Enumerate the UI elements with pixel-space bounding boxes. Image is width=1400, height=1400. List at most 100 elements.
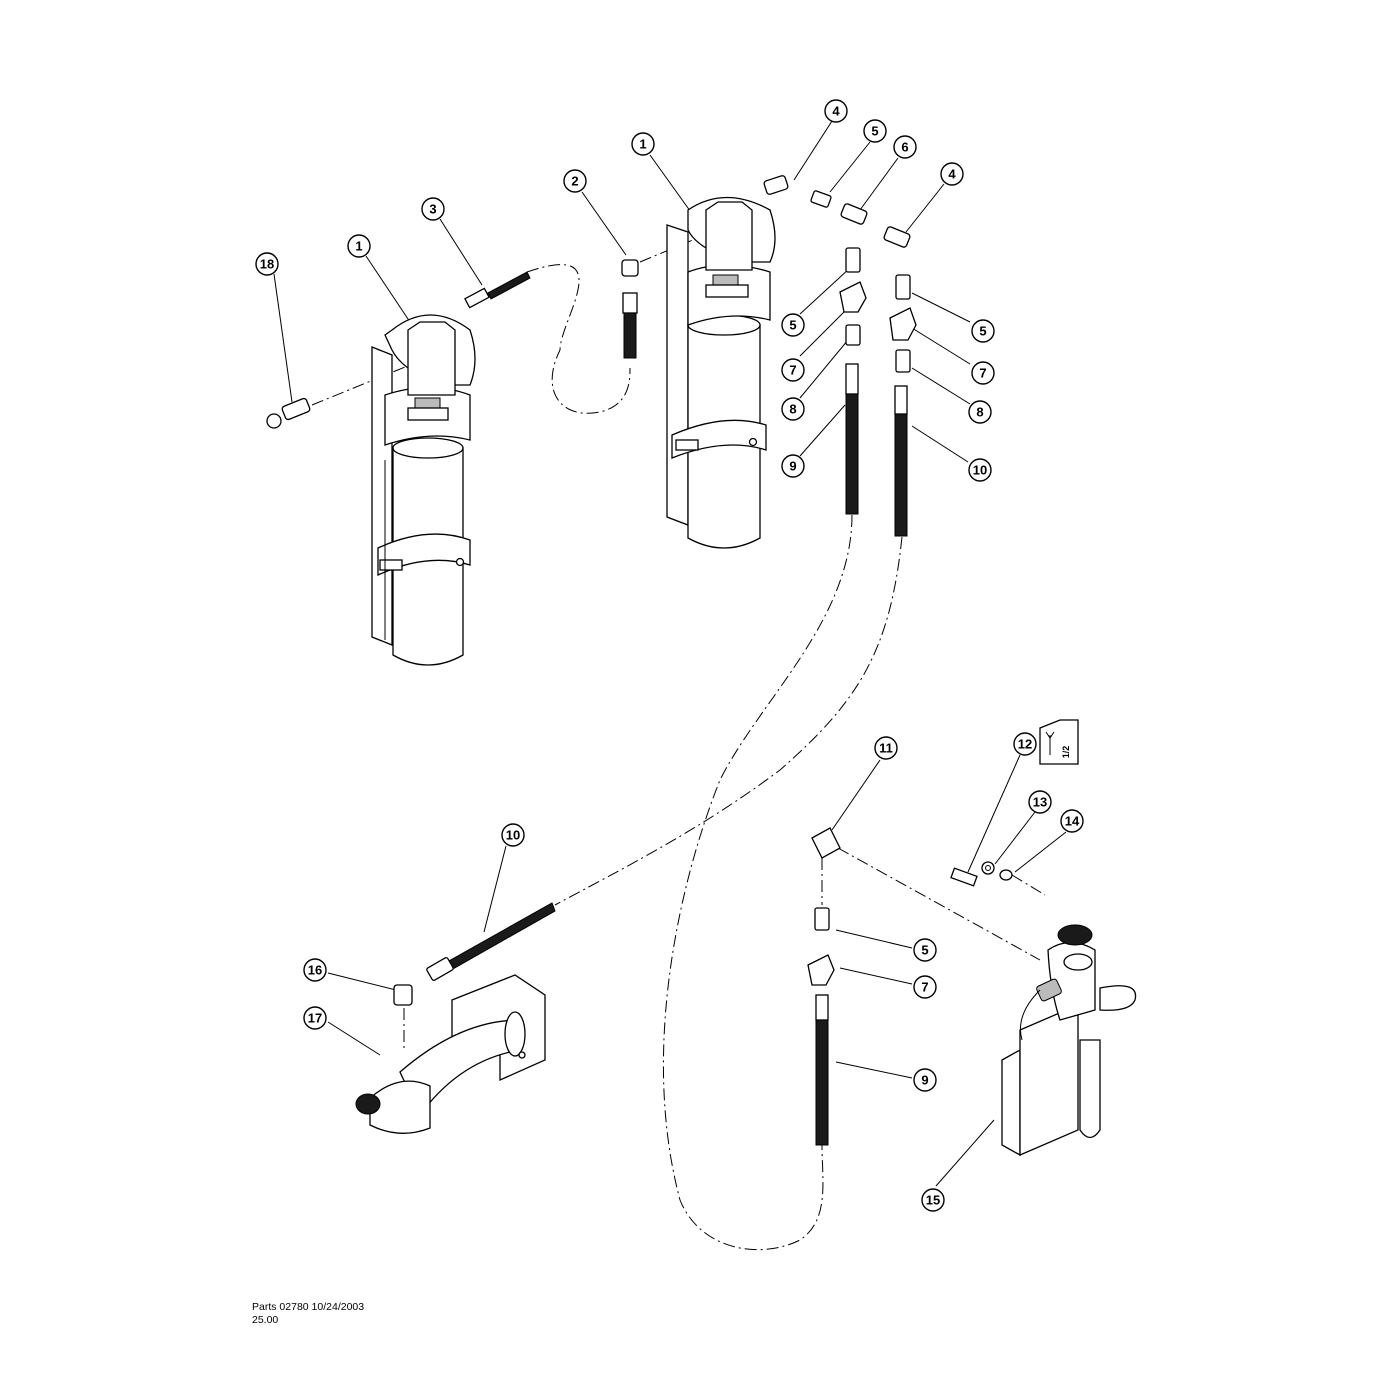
fittings-col-right	[889, 274, 917, 537]
fitting-item-2	[621, 259, 639, 359]
cylinder-right	[666, 196, 776, 549]
callout-number: 8	[789, 402, 796, 417]
callout-bubble: 9	[913, 1068, 937, 1092]
callout-circle	[913, 1068, 937, 1092]
callout-circle	[303, 1006, 327, 1030]
hardware-items-12-14	[950, 861, 1013, 887]
callout-bubble: 5	[781, 313, 805, 337]
callout-number: 7	[921, 980, 928, 995]
callout-bubble: 17	[303, 1006, 327, 1030]
callout-circle	[255, 252, 279, 276]
callout-circle	[1013, 732, 1037, 756]
callout-bubble: 13	[1028, 790, 1052, 814]
callout-circle	[913, 975, 937, 999]
callout-number: 2	[571, 174, 578, 189]
callout-bubble: 15	[921, 1188, 945, 1212]
callout-bubble: 1	[631, 132, 655, 156]
cylinder-left	[371, 314, 476, 666]
callout-bubble: 5	[971, 319, 995, 343]
callout-number: 6	[901, 140, 908, 155]
callout-circle	[501, 823, 525, 847]
callout-number: 5	[789, 318, 796, 333]
valve-item-17	[355, 974, 546, 1134]
callout-circle	[971, 361, 995, 385]
callout-number: 5	[921, 943, 928, 958]
tool-tag-size: 1/2	[1061, 746, 1071, 759]
callout-number: 10	[506, 828, 520, 843]
callout-number: 12	[1018, 737, 1032, 752]
callout-circle	[781, 313, 805, 337]
callout-bubble: 7	[971, 361, 995, 385]
callout-bubble: 8	[968, 400, 992, 424]
footer-parts-line: Parts 02780 10/24/2003	[252, 1301, 365, 1313]
callout-circle	[968, 458, 992, 482]
callout-number: 1	[355, 239, 362, 254]
callout-circle	[347, 234, 371, 258]
callout-bubble: 8	[781, 397, 805, 421]
fittings-col-left	[839, 247, 867, 515]
callout-bubble: 10	[968, 458, 992, 482]
callout-bubble: 6	[893, 135, 917, 159]
callout-bubble: 5	[863, 119, 887, 143]
callout-number: 13	[1033, 795, 1047, 810]
callout-number: 9	[789, 459, 796, 474]
footer-page-line: 25.00	[252, 1314, 279, 1326]
callout-circle	[781, 454, 805, 478]
callout-bubble: 14	[1060, 809, 1084, 833]
callout-number: 17	[308, 1011, 322, 1026]
callout-circle	[1028, 790, 1052, 814]
callout-bubble: 9	[781, 454, 805, 478]
callout-number: 7	[789, 363, 796, 378]
callout-number: 11	[879, 741, 893, 756]
valve-assembly-item-15	[1001, 924, 1137, 1157]
callout-number: 5	[979, 324, 986, 339]
callout-circle	[971, 319, 995, 343]
fitting-item-16	[393, 984, 413, 1006]
callout-bubble: 7	[781, 358, 805, 382]
callout-circle	[781, 397, 805, 421]
callout-bubble: 4	[824, 99, 848, 123]
callout-bubble: 1	[347, 234, 371, 258]
hose-item-3	[464, 271, 531, 309]
callout-circle	[303, 958, 327, 982]
callout-number: 5	[871, 124, 878, 139]
callout-circle	[874, 736, 898, 760]
callout-circle	[893, 135, 917, 159]
footer-block: Parts 02780 10/24/2003 25.00	[252, 1301, 364, 1327]
callout-leaders	[273, 120, 1067, 1187]
fittings-upper-chain	[763, 175, 911, 248]
wrench-icon	[1045, 731, 1055, 755]
callout-circle	[1060, 809, 1084, 833]
callout-bubble: 2	[563, 169, 587, 193]
callout-bubble: 16	[303, 958, 327, 982]
callout-circle	[921, 1188, 945, 1212]
callout-bubble: 10	[501, 823, 525, 847]
callout-number: 10	[973, 463, 987, 478]
callout-number: 9	[921, 1073, 928, 1088]
callout-circle	[968, 400, 992, 424]
callout-number: 8	[976, 405, 983, 420]
callout-circle	[781, 358, 805, 382]
callout-number: 1	[639, 137, 646, 152]
callout-circle	[631, 132, 655, 156]
fitting-item-18	[266, 397, 311, 429]
callout-bubble: 4	[940, 162, 964, 186]
callout-number: 3	[429, 202, 436, 217]
fittings-lower-column	[807, 907, 835, 1146]
fitting-item-11	[811, 827, 841, 859]
callout-number: 14	[1065, 814, 1080, 829]
callout-number: 4	[948, 167, 956, 182]
callout-bubble: 18	[255, 252, 279, 276]
callout-circle	[563, 169, 587, 193]
hose-item-10-lower	[426, 902, 556, 981]
callout-number: 7	[979, 366, 986, 381]
callout-circle	[863, 119, 887, 143]
routing-lines	[311, 231, 1046, 1251]
callout-number: 15	[926, 1193, 940, 1208]
callout-circle	[824, 99, 848, 123]
callout-circle	[421, 197, 445, 221]
callout-number: 18	[260, 257, 274, 272]
callout-bubble: 5	[913, 938, 937, 962]
